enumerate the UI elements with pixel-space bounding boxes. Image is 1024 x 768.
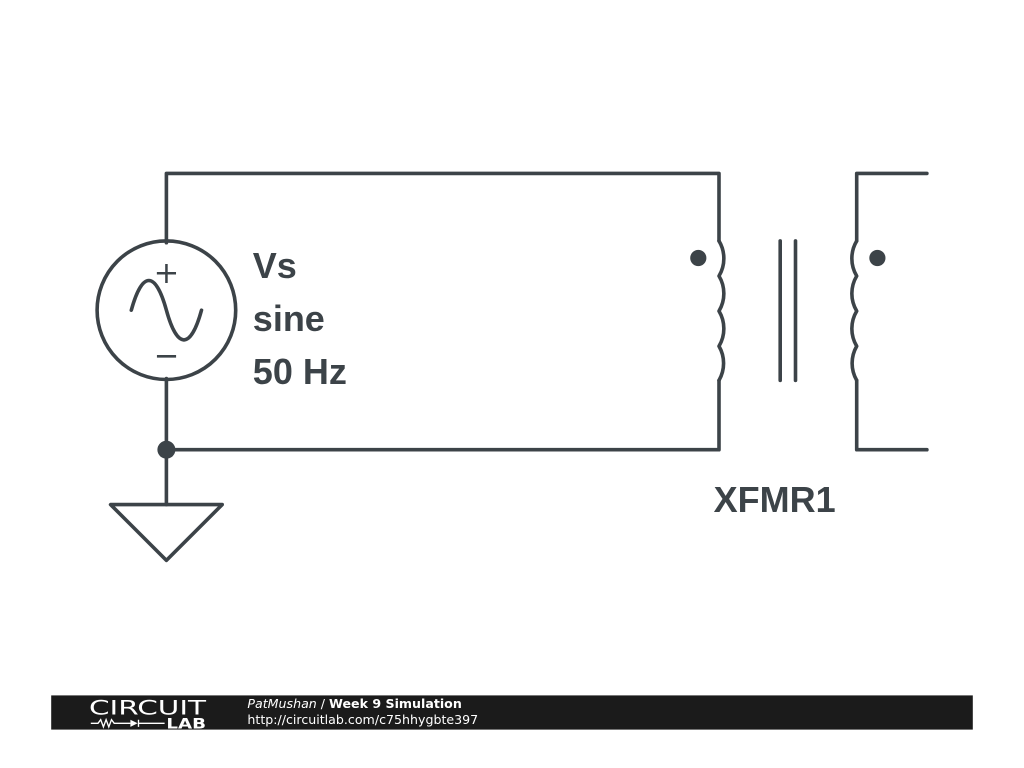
source-name-label: Vs xyxy=(253,245,297,286)
logo-circuit-text: CIRCUIT xyxy=(89,696,207,719)
primary-polarity-dot xyxy=(690,249,707,267)
wire-bottom-primary xyxy=(164,376,721,452)
sine-wave-icon xyxy=(129,278,204,342)
footer-attribution: PatMushan / Week 9 Simulation xyxy=(247,696,461,712)
logo-diode-icon xyxy=(130,719,138,727)
logo-lab-text: LAB xyxy=(166,717,206,730)
logo-resistor-icon xyxy=(90,717,131,729)
transformer-xfmr1 xyxy=(690,239,886,383)
wire-top-primary xyxy=(164,171,721,245)
sine-voltage-source: + − xyxy=(95,239,238,382)
source-type-label: sine xyxy=(253,298,325,339)
junction-node xyxy=(157,440,176,459)
ground-symbol xyxy=(108,502,225,563)
circuit-schematic: + − Vs sine 50 Hz XFMR1 xyxy=(95,171,929,563)
plus-sign: + xyxy=(154,256,180,291)
circuitlab-logo[interactable]: CIRCUIT LAB xyxy=(89,695,215,729)
attribution-separator: / xyxy=(320,697,326,712)
author-name[interactable]: PatMushan xyxy=(247,697,317,712)
secondary-coil xyxy=(850,239,859,383)
circuit-url-link[interactable]: http://circuitlab.com/c75hhygbte397 xyxy=(247,713,479,728)
footer-bar: CIRCUIT LAB PatMushan / Week 9 Simulatio… xyxy=(51,695,973,730)
minus-sign: − xyxy=(154,339,180,374)
transformer-label: XFMR1 xyxy=(714,479,836,520)
primary-coil xyxy=(717,239,726,383)
source-frequency-label: 50 Hz xyxy=(253,351,347,392)
wire-secondary-top xyxy=(854,171,929,243)
wire-secondary-bottom xyxy=(854,378,929,452)
zoom-wrapper: + − Vs sine 50 Hz XFMR1 CIRCUIT LAB PatM… xyxy=(51,38,973,730)
secondary-polarity-dot xyxy=(869,249,886,267)
source-circle xyxy=(95,239,238,382)
circuit-title[interactable]: Week 9 Simulation xyxy=(329,697,462,712)
